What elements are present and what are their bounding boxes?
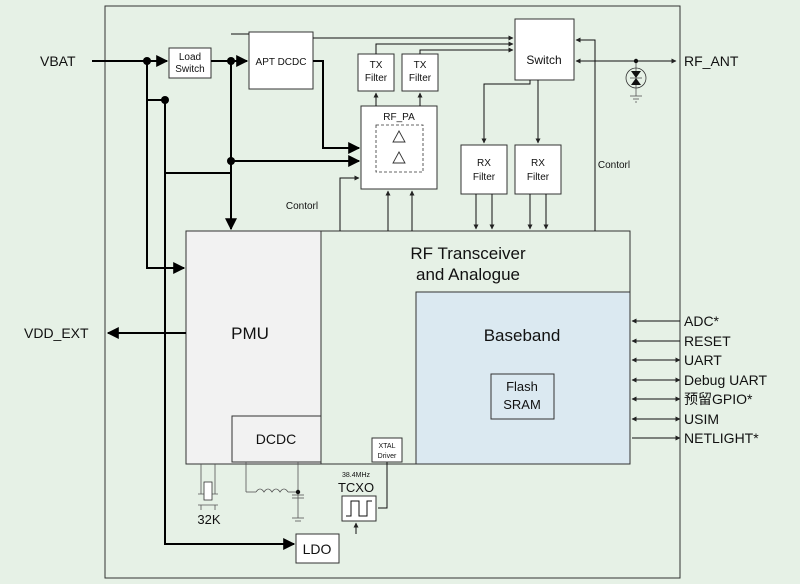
control-left-label: Contorl [286,201,318,212]
module-frame [104,5,681,579]
flash-label: Flash [506,379,538,394]
tcxo-freq-label: 38.4MHz [342,472,371,479]
crystal-icon [203,481,213,501]
esd-diode [625,58,647,103]
tx-filter-2: TX Filter [401,53,439,92]
dcdc-block: DCDC [231,415,322,463]
rx-filter-2-label-b: Filter [527,172,550,183]
rf-ant-label: RF_ANT [684,53,739,69]
rf-pa-block: RF_PA [360,105,438,190]
tx-filter-2-label-b: Filter [409,73,432,84]
xtal-label-2: Driver [378,453,397,460]
tx-filter-1: TX Filter [357,53,395,92]
interface-label: NETLIGHT* [684,430,759,446]
apt-dcdc-block: APT DCDC [248,31,314,90]
amplifier-icon [392,130,406,143]
rf-switch-block: Switch [514,18,575,81]
rf-pa-label: RF_PA [383,112,415,123]
crystal-32k: 32K [197,464,221,527]
rx-filter-2-label-a: RX [531,158,545,169]
xtal-label-1: XTAL [379,443,396,450]
interface-label: RESET [684,333,731,349]
ldo-label: LDO [303,541,332,557]
tcxo-block: 38.4MHz TCXO [338,472,377,522]
square-wave-icon [346,500,372,517]
vbat-wires [92,55,361,550]
load-switch-label-2: Switch [175,64,204,75]
rx-filter-2: RX Filter [514,144,562,195]
transceiver-label-2: and Analogue [416,265,520,284]
load-switch-block: Load Switch [168,47,212,79]
diode-icon [631,71,641,78]
load-switch-label-1: Load [179,52,201,63]
vbat-label: VBAT [40,53,76,69]
dcdc-label: DCDC [256,431,296,447]
rx-filter-1-label-b: Filter [473,172,496,183]
rx-filter-1-label-a: RX [477,158,491,169]
interface-list: ADC* RESET UART Debug UART 预留GPIO* USIM NETLIG… [631,313,767,446]
control-right-label: Contorl [598,160,630,171]
xtal-driver-block: XTAL Driver [371,437,403,463]
apt-dcdc-label: APT DCDC [256,57,307,68]
dcdc-inductor [245,462,304,522]
baseband-label: Baseband [484,326,561,345]
pmu-label: PMU [231,324,269,343]
interface-label: UART [684,352,722,368]
inductor-icon [255,488,289,493]
tx-filter-1-label-b: Filter [365,73,388,84]
baseband-block: Baseband Flash SRAM [415,291,631,465]
interface-label: USIM [684,411,719,427]
rf-switch-label: Switch [526,53,561,67]
crystal-32k-label: 32K [197,512,220,527]
rx-filter-1: RX Filter [460,144,508,195]
sram-label: SRAM [503,397,541,412]
tx-filter-2-label-a: TX [414,60,427,71]
ldo-block: LDO [295,533,340,564]
interface-label: Debug UART [684,372,767,388]
interface-label: ADC* [684,313,720,329]
transceiver-label-1: RF Transceiver [410,244,526,263]
vdd-ext-label: VDD_EXT [24,325,89,341]
tcxo-label: TCXO [338,480,374,495]
interface-label: 预留GPIO* [684,391,753,407]
amplifier-icon [392,151,406,164]
tx-filter-1-label-a: TX [370,60,383,71]
